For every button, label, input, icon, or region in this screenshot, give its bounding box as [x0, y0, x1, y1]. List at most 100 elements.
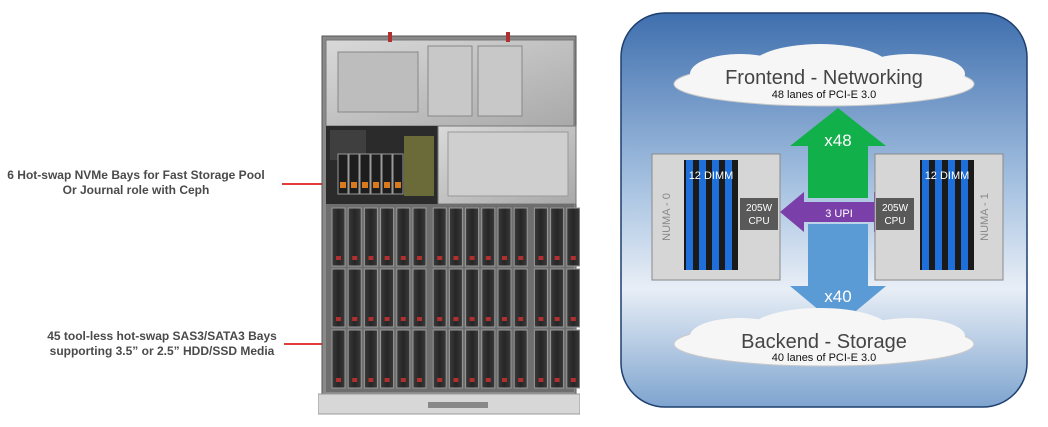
- drive-bay: [331, 207, 346, 267]
- drive-bay: [465, 207, 480, 267]
- drive-led: [502, 317, 507, 321]
- frontend-cloud: Frontend - Networking 48 lanes of PCI-E …: [673, 44, 975, 107]
- drive-led: [368, 256, 374, 260]
- sas-drive-bays: [331, 207, 580, 389]
- drive-bay: [412, 329, 427, 389]
- arrow-down-label: x40: [824, 287, 851, 306]
- drive-led: [384, 256, 390, 260]
- drive-led: [518, 256, 524, 260]
- drive-led: [518, 317, 524, 321]
- drive-led: [352, 378, 358, 382]
- drive-bay: [432, 329, 447, 389]
- numa-0-label: NUMA - 0: [661, 193, 673, 241]
- frontend-subtitle: 48 lanes of PCI-E 3.0: [772, 89, 877, 101]
- drive-led: [336, 317, 341, 321]
- drive-bay: [497, 268, 512, 328]
- drive-led: [469, 378, 475, 382]
- sas-callout-line2: supporting 3.5” or 2.5” HDD/SSD Media: [49, 344, 275, 358]
- architecture-diagram: Frontend - Networking 48 lanes of PCI-E …: [620, 12, 1028, 408]
- drive-led: [384, 317, 390, 321]
- drive-bay: [497, 207, 512, 267]
- drive-bay: [363, 329, 378, 389]
- drive-bay: [396, 329, 411, 389]
- drive-bay: [331, 329, 346, 389]
- drive-led: [554, 317, 560, 321]
- drive-bay: [481, 329, 496, 389]
- numa-1-box: 205W CPU 12 DIMM NUMA - 1: [874, 153, 1004, 281]
- drive-bay: [481, 268, 496, 328]
- drive-bay: [347, 329, 362, 389]
- drive-led: [437, 378, 443, 382]
- drive-bay: [465, 268, 480, 328]
- drive-led: [570, 256, 576, 260]
- drive-led: [453, 256, 459, 260]
- drive-led: [485, 378, 491, 382]
- numa-0-dimm: 12 DIMM: [689, 170, 734, 182]
- drive-led: [554, 378, 560, 382]
- numa-1-dimm: 12 DIMM: [925, 170, 970, 182]
- drive-bay: [513, 268, 528, 328]
- drive-bay: [566, 207, 580, 267]
- drive-bay: [513, 329, 528, 389]
- drive-led: [400, 317, 406, 321]
- drive-led: [352, 317, 358, 321]
- nvme-bays: [337, 153, 404, 195]
- frontend-title: Frontend - Networking: [725, 67, 923, 89]
- backend-subtitle: 40 lanes of PCI-E 3.0: [772, 352, 877, 364]
- drive-bay: [566, 268, 580, 328]
- drive-bay: [331, 268, 346, 328]
- drive-led: [453, 378, 459, 382]
- numa-1-label: NUMA - 1: [979, 193, 991, 241]
- drive-led: [518, 378, 524, 382]
- drive-bay: [550, 268, 565, 328]
- drive-bay: [533, 329, 548, 389]
- drive-led: [417, 317, 422, 321]
- drive-led: [384, 378, 390, 382]
- drive-led: [502, 378, 507, 382]
- backend-title: Backend - Storage: [741, 331, 907, 353]
- drive-bay: [465, 329, 480, 389]
- arrow-up-label: x48: [824, 131, 851, 150]
- drive-led: [570, 317, 576, 321]
- drive-bay: [363, 207, 378, 267]
- drive-led: [469, 256, 475, 260]
- upi-label: 3 UPI: [825, 208, 853, 220]
- drive-led: [453, 317, 459, 321]
- drive-bay: [448, 268, 463, 328]
- drive-bay: [347, 268, 362, 328]
- drive-led: [485, 256, 491, 260]
- drive-bay: [380, 329, 395, 389]
- drive-led: [336, 378, 341, 382]
- drive-bay: [448, 207, 463, 267]
- numa-0-cpu-line1: 205W: [746, 203, 773, 214]
- drive-bay: [412, 207, 427, 267]
- server-chassis-image: [318, 32, 580, 415]
- drive-bay: [566, 329, 580, 389]
- drive-bay: [396, 207, 411, 267]
- drive-led: [400, 378, 406, 382]
- drive-bay: [533, 268, 548, 328]
- frontend-arrow: x48: [790, 108, 886, 198]
- drive-bay: [550, 207, 565, 267]
- drive-bay: [432, 207, 447, 267]
- nvme-callout-line1: 6 Hot-swap NVMe Bays for Fast Storage Po…: [7, 168, 265, 182]
- drive-led: [502, 256, 507, 260]
- drive-led: [417, 256, 422, 260]
- drive-bay: [396, 268, 411, 328]
- drive-bay: [380, 207, 395, 267]
- drive-led: [538, 378, 544, 382]
- drive-bay: [513, 207, 528, 267]
- numa-0-box: NUMA - 0 12 DIMM 205W CPU: [651, 153, 781, 281]
- drive-bay: [533, 207, 548, 267]
- drive-led: [437, 256, 443, 260]
- drive-led: [417, 378, 422, 382]
- drive-led: [554, 256, 560, 260]
- nvme-callout-line2: Or Journal role with Ceph: [62, 183, 210, 197]
- drive-bay: [380, 268, 395, 328]
- drive-led: [538, 317, 544, 321]
- drive-led: [352, 256, 358, 260]
- drive-bay: [412, 268, 427, 328]
- nvme-callout: 6 Hot-swap NVMe Bays for Fast Storage Po…: [4, 168, 268, 198]
- drive-bay: [363, 268, 378, 328]
- drive-bay: [550, 329, 565, 389]
